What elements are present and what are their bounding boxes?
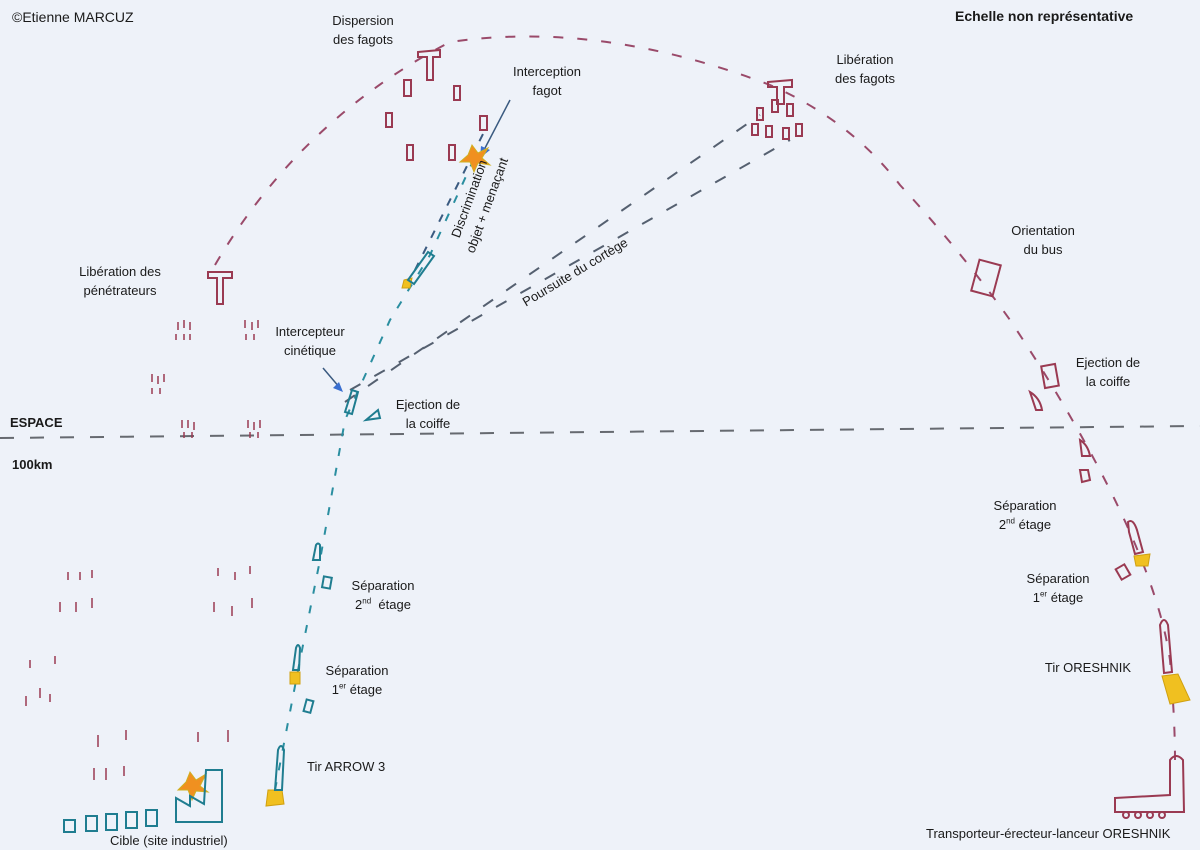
kinetic-interceptor-icon — [343, 388, 360, 416]
fagot-icon — [795, 123, 803, 137]
arrow3-objects — [63, 250, 436, 833]
fagot-icon — [751, 123, 759, 136]
fagot-icon — [765, 125, 773, 138]
flame-icon — [1161, 673, 1191, 705]
building-icon — [125, 811, 138, 829]
flame-icon — [1133, 553, 1151, 567]
flame-icon — [401, 277, 413, 289]
bus-icon — [417, 48, 441, 81]
separated-stage-icon — [302, 698, 315, 715]
stage-icon — [1078, 469, 1092, 484]
flame-icons — [265, 277, 1191, 807]
separated-stage-icon — [320, 575, 333, 590]
launcher-icon — [1114, 755, 1186, 813]
stage-icon — [1078, 438, 1092, 457]
interception-pointer-icon — [483, 99, 511, 151]
rocket-icon — [291, 644, 302, 671]
flame-icon — [265, 789, 285, 807]
target-label: Cible (site industriel) — [110, 833, 228, 848]
space-boundary-line — [0, 425, 1200, 439]
rocket-icon — [1126, 520, 1145, 556]
fagot-icon — [756, 107, 764, 121]
building-icon — [145, 809, 158, 827]
space-label: ESPACE — [10, 415, 63, 430]
building-icon — [85, 815, 98, 832]
flame-icon — [289, 671, 301, 685]
kill-vehicle-icon — [406, 250, 436, 286]
scale-note: Echelle non représentative — [955, 8, 1134, 24]
fagot-icon — [406, 144, 414, 161]
explosion-icon — [458, 143, 492, 174]
arrow3-trajectory — [274, 149, 479, 791]
building-icon — [63, 819, 76, 833]
bus-coiffe-icon — [1040, 362, 1060, 390]
bus-full-icon — [970, 258, 1002, 298]
coiffe-icon — [1028, 389, 1044, 411]
fagot-icon — [771, 99, 779, 113]
arrow3-rocket-icon — [273, 745, 286, 791]
rocket-icon — [311, 542, 321, 561]
factory-icon — [175, 769, 223, 823]
arrow-launch-label: Tir ARROW 3 — [307, 759, 386, 774]
bus-icon — [207, 271, 233, 305]
fagot-icon — [786, 103, 794, 117]
fagot-icon — [448, 144, 456, 161]
oreshnik-objects — [25, 48, 1186, 819]
fagot-icon — [453, 85, 461, 101]
fagot-icon — [782, 127, 790, 140]
oreshnik-trajectory — [214, 35, 1176, 761]
copyright: ©Etienne MARCUZ — [12, 9, 134, 25]
fagot-icon — [385, 112, 393, 128]
oreshnik-launch-label: Tir ORESHNIK — [1044, 660, 1132, 675]
separated-stage-icon — [1114, 562, 1132, 582]
fagot-icon — [403, 79, 412, 97]
fagot-icon — [479, 115, 488, 131]
bus-icon — [767, 78, 793, 105]
coiffe-icon — [362, 408, 382, 422]
altitude-label: 100km — [12, 457, 53, 472]
building-icon — [105, 813, 118, 831]
arrowhead-icon — [333, 382, 343, 392]
pursuit-line — [344, 114, 761, 403]
launcher-label: Transporteur-érecteur-lanceur ORESHNIK — [926, 826, 1171, 841]
penetrators-icon — [25, 320, 261, 780]
oreshnik-rocket-icon — [1158, 619, 1174, 675]
explosion-icon — [176, 770, 210, 802]
